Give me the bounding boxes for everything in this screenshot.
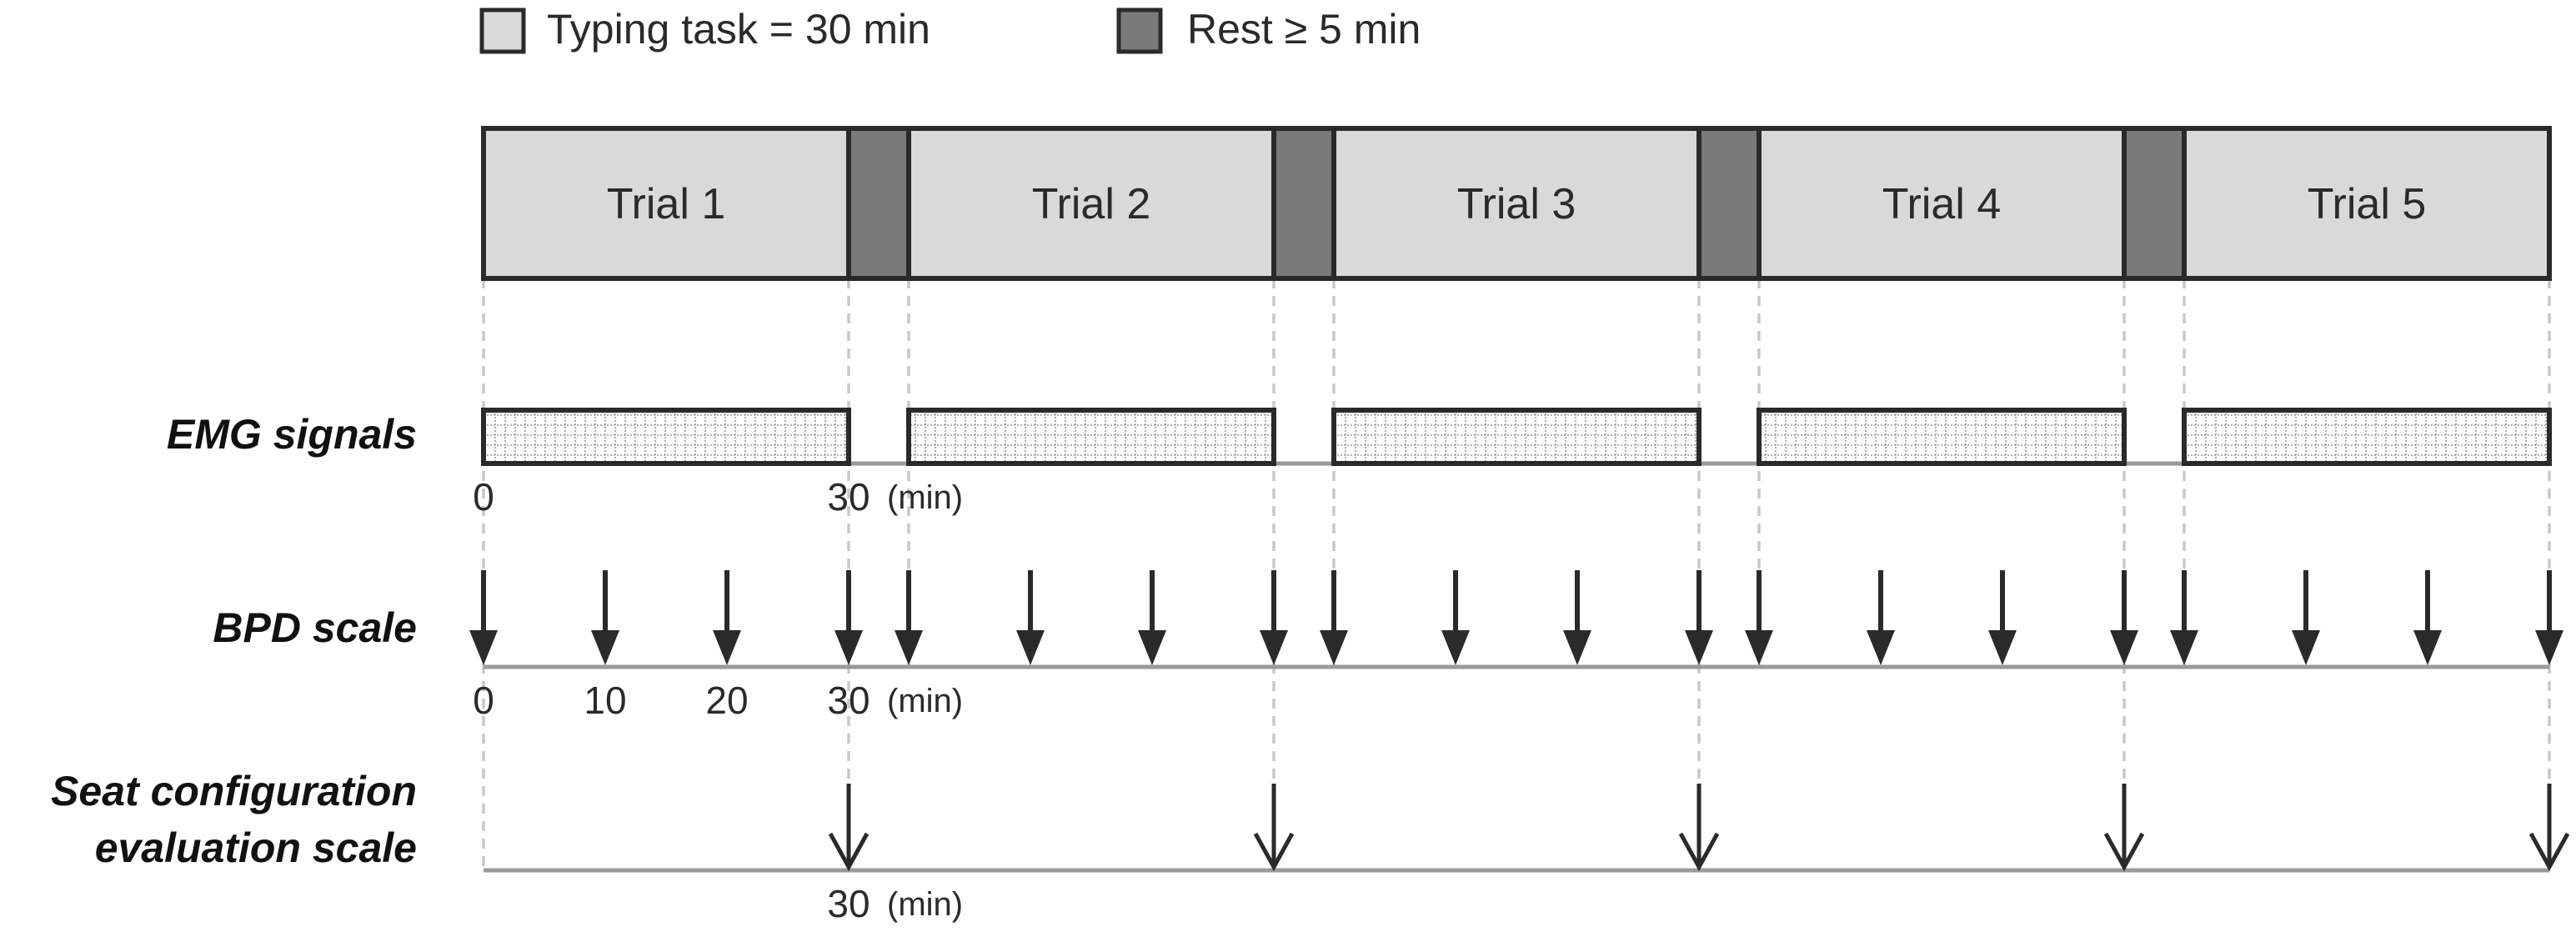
bpd-arrow-icon	[1988, 630, 2017, 665]
emg-row-label: EMG signals	[167, 411, 417, 458]
legend-task-swatch	[479, 8, 526, 54]
bpd-tick-10: 10	[584, 679, 626, 722]
bpd-tick-20: 20	[705, 679, 748, 722]
seat-arrow-icon	[2528, 832, 2570, 872]
bpd-arrow-icon	[1563, 630, 1591, 665]
trial-block	[481, 126, 851, 281]
trial-block	[1757, 126, 2127, 281]
bpd-row-label: BPD scale	[213, 604, 417, 651]
bpd-arrow-icon	[469, 630, 498, 665]
bpd-arrow-icon	[834, 630, 863, 665]
bpd-arrow-icon	[1441, 630, 1470, 665]
emg-recording-box	[481, 408, 851, 466]
bpd-arrow-icon	[2110, 630, 2138, 665]
bpd-arrow-icon	[2170, 630, 2198, 665]
bpd-arrow-icon	[1320, 630, 1348, 665]
bpd-arrow-icon	[713, 630, 741, 665]
bpd-arrow-icon	[1685, 630, 1713, 665]
trial-label: Trial 3	[1457, 180, 1576, 228]
bpd-tick-0: 0	[473, 679, 494, 722]
trial-label: Trial 4	[1882, 180, 2002, 228]
bpd-arrow-icon	[895, 630, 923, 665]
trial-block	[1331, 126, 1701, 281]
trial-label: Trial 5	[2308, 180, 2427, 228]
legend-task-label: Typing task = 30 min	[547, 6, 930, 53]
seat-tick-30: 30	[827, 882, 870, 925]
bpd-arrow-icon	[2535, 630, 2563, 665]
seat-row-label-line1: Seat configuration	[51, 768, 417, 814]
bpd-row: BPD scale 0 10 20 30 (min)	[213, 570, 2563, 722]
seat-arrow-icon	[828, 832, 870, 872]
seat-row-label-line2: evaluation scale	[95, 824, 417, 871]
trial-block	[2182, 126, 2552, 281]
emg-recording-box	[906, 408, 1276, 466]
bpd-arrow-icon	[591, 630, 619, 665]
emg-recording-box	[2182, 408, 2552, 466]
seat-unit: (min)	[887, 886, 963, 923]
trial-label: Trial 1	[607, 180, 726, 228]
bpd-arrow-icon	[1016, 630, 1045, 665]
emg-tick-0: 0	[473, 475, 494, 519]
bpd-arrow-icon	[1138, 630, 1166, 665]
seat-arrow-icon	[1253, 832, 1295, 872]
rest-block	[1271, 126, 1336, 281]
rest-block	[1696, 126, 1762, 281]
emg-tick-30: 30	[827, 475, 870, 519]
bpd-tick-30: 30	[827, 679, 870, 722]
seat-row: Seat configuration evaluation scale 30 (…	[51, 768, 2570, 925]
emg-unit: (min)	[887, 479, 963, 516]
legend-rest-label: Rest ≥ 5 min	[1187, 6, 1421, 53]
emg-row: EMG signals 0 30 (min)	[167, 408, 2552, 519]
seat-arrow-icon	[1678, 832, 1720, 872]
seat-arrow-icon	[2103, 832, 2145, 872]
rest-block	[846, 126, 911, 281]
emg-recording-box	[1757, 408, 2127, 466]
trial-label: Trial 2	[1032, 180, 1151, 228]
legend: Typing task = 30 min Rest ≥ 5 min	[479, 6, 1421, 54]
emg-recording-box	[1331, 408, 1701, 466]
bpd-arrow-icon	[1745, 630, 1773, 665]
bpd-arrow-icon	[1867, 630, 1895, 665]
bpd-arrow-icon	[2292, 630, 2320, 665]
bpd-unit: (min)	[887, 683, 963, 719]
guide-lines	[482, 278, 2551, 870]
rest-block	[2122, 126, 2187, 281]
legend-rest-swatch	[1116, 8, 1163, 54]
trial-row: Trial 1 Trial 2 Trial 3 Trial 4 Trial 5	[481, 126, 2552, 281]
bpd-arrow-icon	[2413, 630, 2442, 665]
bpd-arrow-icon	[1260, 630, 1288, 665]
